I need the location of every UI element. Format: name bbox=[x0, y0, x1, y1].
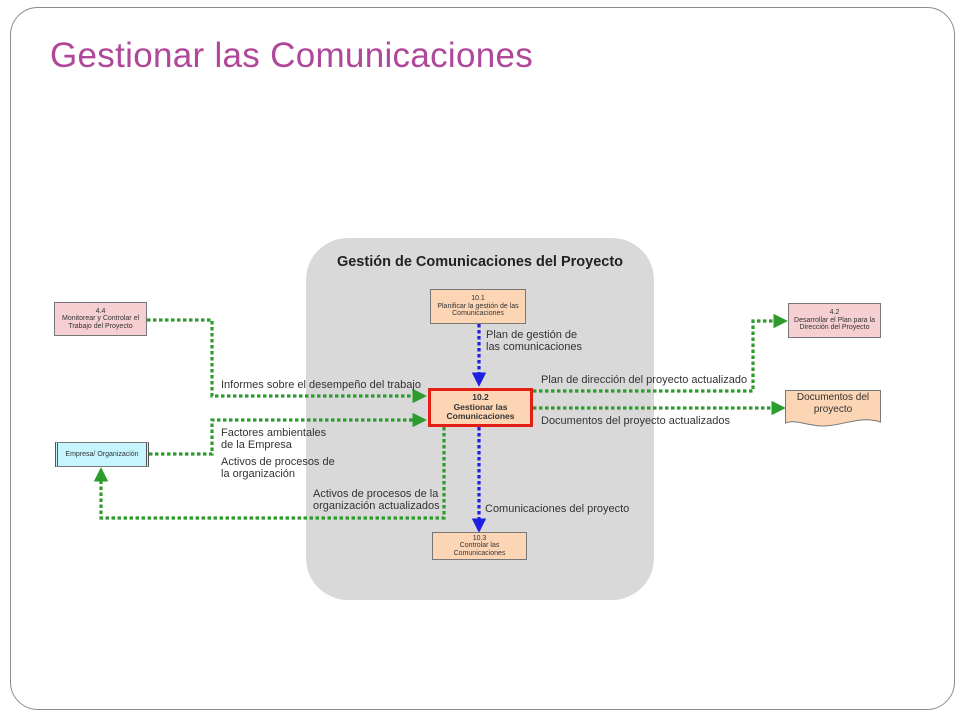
process-number: 10.3 bbox=[472, 534, 487, 542]
panel-title: Gestión de Comunicaciones del Proyecto bbox=[336, 254, 624, 270]
flow-label-activos: Activos de procesos de la organización bbox=[221, 456, 335, 480]
flow-label-factores: Factores ambientales de la Empresa bbox=[221, 427, 327, 451]
process-box-manage-comm: 10.2 Gestionar las Comunicaciones bbox=[428, 388, 533, 427]
process-number: 4.2 bbox=[829, 309, 840, 317]
process-box-develop-plan: 4.2 Desarrollar el Plan para la Direcció… bbox=[788, 303, 881, 338]
flow-line-activos-actualizados bbox=[93, 427, 446, 520]
flow-label-comunicaciones: Comunicaciones del proyecto bbox=[485, 503, 630, 515]
process-box-plan-comm: 10.1 Planificar la gestión de las Comuni… bbox=[430, 289, 526, 324]
process-number: 10.1 bbox=[471, 295, 485, 303]
slide-frame bbox=[10, 7, 955, 710]
document-icon bbox=[785, 390, 881, 427]
flow-label-activos-actualizados: Activos de procesos de la organización a… bbox=[313, 488, 440, 512]
entity-documents-label: Documentos del proyecto bbox=[796, 392, 870, 415]
flow-line-plan-direccion bbox=[533, 313, 788, 393]
flow-label-informes: Informes sobre el desempeño del trabajo bbox=[221, 379, 421, 391]
process-name: Controlar las Comunicaciones bbox=[453, 542, 506, 557]
page-title: Gestionar las Comunicaciones bbox=[50, 36, 534, 75]
process-name: Gestionar las Comunicaciones bbox=[446, 401, 515, 422]
flow-label-plan-direccion: Plan de dirección del proyecto actualiza… bbox=[541, 374, 748, 386]
process-box-monitor: 4.4 Monitorear y Controlar el Trabajo de… bbox=[54, 302, 147, 336]
flow-label-documentos: Documentos del proyecto actualizados bbox=[541, 415, 730, 427]
process-name: Desarrollar el Plan para la Dirección de… bbox=[794, 316, 875, 332]
entity-enterprise: Empresa/ Organización bbox=[55, 442, 149, 467]
process-name: Planificar la gestión de las Comunicacio… bbox=[437, 302, 519, 318]
process-number: 4.4 bbox=[95, 307, 106, 315]
flow-line-factores bbox=[149, 412, 427, 456]
process-number: 10.2 bbox=[472, 392, 489, 403]
process-box-control-comm: 10.3 Controlar las Comunicaciones bbox=[432, 532, 527, 560]
entity-enterprise-label: Empresa/ Organización bbox=[65, 450, 139, 458]
process-name: Monitorear y Controlar el Trabajo del Pr… bbox=[61, 315, 140, 330]
flow-label-plan-gestion: Plan de gestión de las comunicaciones bbox=[486, 329, 582, 353]
flow-line-informes bbox=[147, 318, 427, 404]
